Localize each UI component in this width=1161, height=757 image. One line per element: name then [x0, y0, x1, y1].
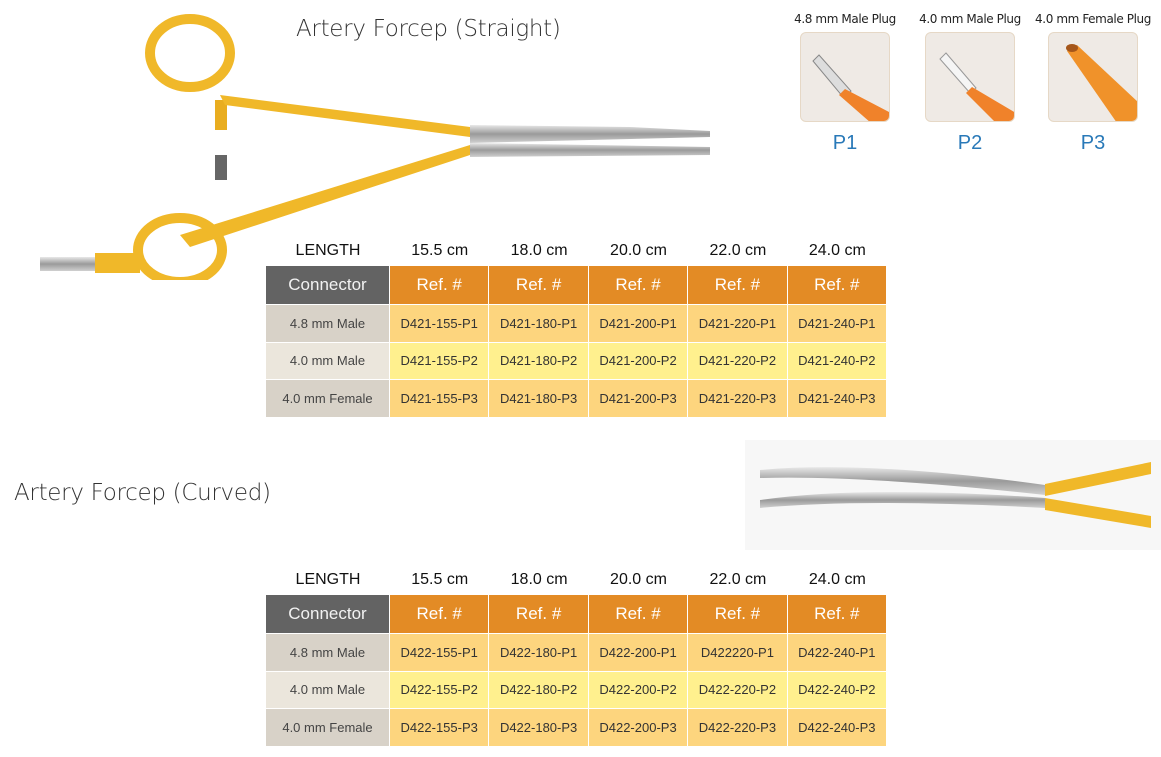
plug-p1-image: [800, 32, 890, 122]
plug-p3-image: [1048, 32, 1138, 122]
ref-cell: D422-155-P3: [390, 709, 490, 746]
length-value: 18.0 cm: [510, 242, 568, 259]
ref-cell: D422220-P1: [688, 634, 788, 671]
connector-cell: 4.0 mm Male: [266, 671, 390, 708]
ref-cell: D421-180-P3: [489, 380, 589, 417]
length-value: 22.0 cm: [709, 571, 767, 588]
ref-cell: D422-220-P2: [688, 671, 788, 708]
length-value: 24.0 cm: [808, 571, 866, 588]
length-value: 15.5 cm: [411, 242, 469, 259]
ref-cell: D421-200-P1: [588, 305, 689, 342]
length-value: 18.0 cm: [510, 571, 568, 588]
ref-header: Ref. #: [588, 595, 689, 633]
length-label: LENGTH: [295, 242, 361, 259]
ref-header: Ref. #: [688, 595, 788, 633]
ref-cell: D422-200-P1: [588, 634, 689, 671]
connector-cell: 4.0 mm Male: [266, 342, 390, 379]
ref-header: Ref. #: [489, 266, 589, 304]
ref-cell: D422-200-P3: [588, 709, 689, 746]
curved-forcep-image: [745, 440, 1161, 550]
straight-ref-table: LENGTH 15.5 cm 18.0 cm 20.0 cm 22.0 cm 24.0 c…: [266, 236, 888, 418]
ref-cell: D421-155-P2: [390, 342, 490, 379]
connector-cell: 4.8 mm Male: [266, 634, 390, 671]
length-value: 20.0 cm: [610, 571, 667, 588]
straight-title: Artery Forcep (Straight): [296, 16, 561, 42]
ref-cell: D421-240-P3: [787, 380, 888, 417]
ref-cell: D422-180-P1: [489, 634, 589, 671]
ref-cell: D422-180-P2: [489, 671, 589, 708]
ref-cell: D422-155-P1: [390, 634, 490, 671]
ref-cell: D422-220-P3: [688, 709, 788, 746]
curved-title: Artery Forcep (Curved): [14, 480, 271, 506]
ref-cell: D421-200-P2: [588, 342, 689, 379]
ref-header: Ref. #: [390, 595, 490, 633]
ref-cell: D422-180-P3: [489, 709, 589, 746]
ref-header: Ref. #: [688, 266, 788, 304]
connector-header: Connector: [266, 266, 390, 304]
connector-cell: 4.8 mm Male: [266, 305, 390, 342]
length-value: 22.0 cm: [709, 242, 767, 259]
ref-header: Ref. #: [787, 595, 888, 633]
ref-cell: D421-155-P1: [390, 305, 490, 342]
plug-code: P1: [832, 132, 858, 154]
length-row: LENGTH 15.5 cm 18.0 cm 20.0 cm 22.0 cm 24.0 c…: [266, 236, 887, 266]
ref-cell: D422-155-P2: [390, 671, 490, 708]
length-row: LENGTH 15.5 cm 18.0 cm 20.0 cm 22.0 cm 24.0 c…: [266, 565, 887, 595]
length-value: 15.5 cm: [411, 571, 469, 588]
straight-forcep-image: [40, 14, 710, 280]
ref-header: Ref. #: [588, 266, 689, 304]
length-value: 24.0 cm: [808, 242, 866, 259]
ref-cell: D422-200-P2: [588, 671, 689, 708]
ref-cell: D421-155-P3: [390, 380, 490, 417]
ref-header: Ref. #: [390, 266, 490, 304]
ref-cell: D421-200-P3: [588, 380, 689, 417]
connector-header: Connector: [266, 595, 390, 633]
ref-cell: D421-220-P1: [688, 305, 788, 342]
plug-caption: 4.8 mm Male Plug: [794, 12, 896, 26]
plug-p3: 4.0 mm Female Plug P3: [1030, 12, 1156, 155]
ref-cell: D421-220-P2: [688, 342, 788, 379]
length-label: LENGTH: [295, 571, 361, 588]
plug-p1: 4.8 mm Male Plug P1: [790, 12, 900, 155]
ref-cell: D422-240-P3: [787, 709, 888, 746]
plug-code: P3: [1080, 132, 1106, 154]
ref-cell: D421-240-P2: [787, 342, 888, 379]
curved-ref-table: LENGTH 15.5 cm 18.0 cm 20.0 cm 22.0 cm 24.0 c…: [266, 565, 888, 747]
connector-cell: 4.0 mm Female: [266, 380, 390, 417]
ref-cell: D421-220-P3: [688, 380, 788, 417]
plug-caption: 4.0 mm Female Plug: [1035, 12, 1151, 26]
connector-cell: 4.0 mm Female: [266, 709, 390, 746]
ref-cell: D421-180-P2: [489, 342, 589, 379]
ref-cell: D422-240-P1: [787, 634, 888, 671]
length-value: 20.0 cm: [610, 242, 667, 259]
ref-cell: D422-240-P2: [787, 671, 888, 708]
ref-header: Ref. #: [787, 266, 888, 304]
plug-p2-image: [925, 32, 1015, 122]
plug-p2: 4.0 mm Male Plug P2: [912, 12, 1028, 155]
ref-cell: D421-240-P1: [787, 305, 888, 342]
plug-caption: 4.0 mm Male Plug: [919, 12, 1021, 26]
ref-header: Ref. #: [489, 595, 589, 633]
plug-code: P2: [957, 132, 983, 154]
ref-cell: D421-180-P1: [489, 305, 589, 342]
